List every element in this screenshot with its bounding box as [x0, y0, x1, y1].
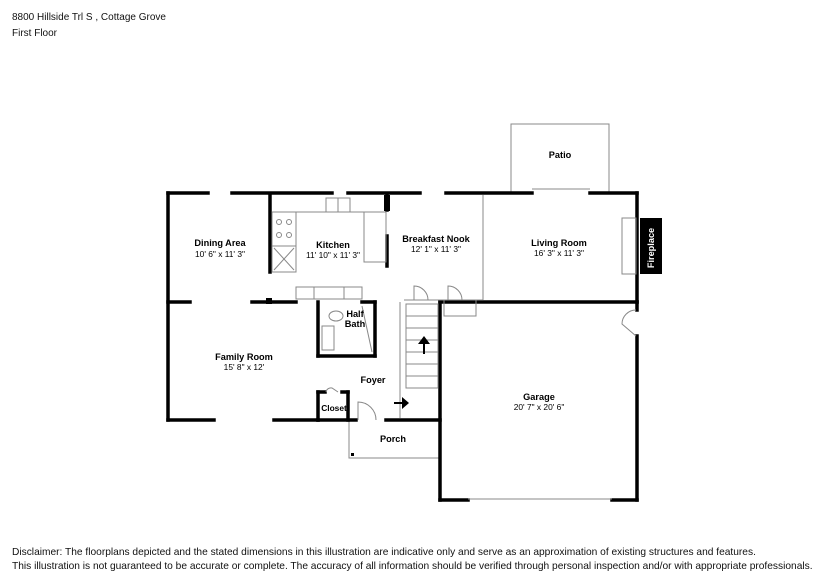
- porch-label: Porch: [380, 434, 406, 444]
- entrance-arrow-icon: [394, 397, 409, 409]
- stair-up-arrow-icon: [418, 336, 430, 354]
- half-bath-label-line2: Bath: [345, 319, 366, 329]
- closet-label: Closet: [321, 403, 347, 413]
- patio: [510, 123, 610, 192]
- walls: [166, 191, 639, 502]
- disclaimer-line-2: This illustration is not guaranteed to b…: [12, 561, 813, 572]
- kitchen-label: Kitchen: [316, 240, 350, 250]
- living-label: Living Room: [531, 238, 587, 248]
- patio-label: Patio: [549, 150, 572, 160]
- garage-label: Garage: [523, 392, 555, 402]
- foyer-label: Foyer: [360, 375, 385, 385]
- family-dims: 15' 8" x 12': [224, 362, 265, 372]
- interior-lines: [271, 195, 637, 500]
- porch: [348, 420, 440, 459]
- fireplace-label: Fireplace: [646, 228, 656, 268]
- nook-label: Breakfast Nook: [402, 234, 470, 244]
- half-bath-label-line1: Half: [346, 309, 364, 319]
- floor-plan: Patio Dining Area 10' 6" x 11' 3" Kitche…: [166, 123, 662, 502]
- floor-label: First Floor: [12, 28, 57, 39]
- kitchen-dims: 11' 10" x 11' 3": [306, 250, 360, 260]
- property-address: 8800 Hillside Trl S , Cottage Grove: [12, 12, 166, 23]
- nook-dims: 12' 1" x 11' 3": [411, 244, 461, 254]
- dining-dims: 10' 6" x 11' 3": [195, 249, 245, 259]
- garage-dims: 20' 7" x 20' 6": [514, 402, 565, 412]
- dining-label: Dining Area: [194, 238, 246, 248]
- fireplace-box: [640, 218, 662, 274]
- disclaimer-line-1: Disclaimer: The floorplans depicted and …: [12, 547, 756, 558]
- living-dims: 16' 3" x 11' 3": [534, 248, 584, 258]
- family-label: Family Room: [215, 352, 273, 362]
